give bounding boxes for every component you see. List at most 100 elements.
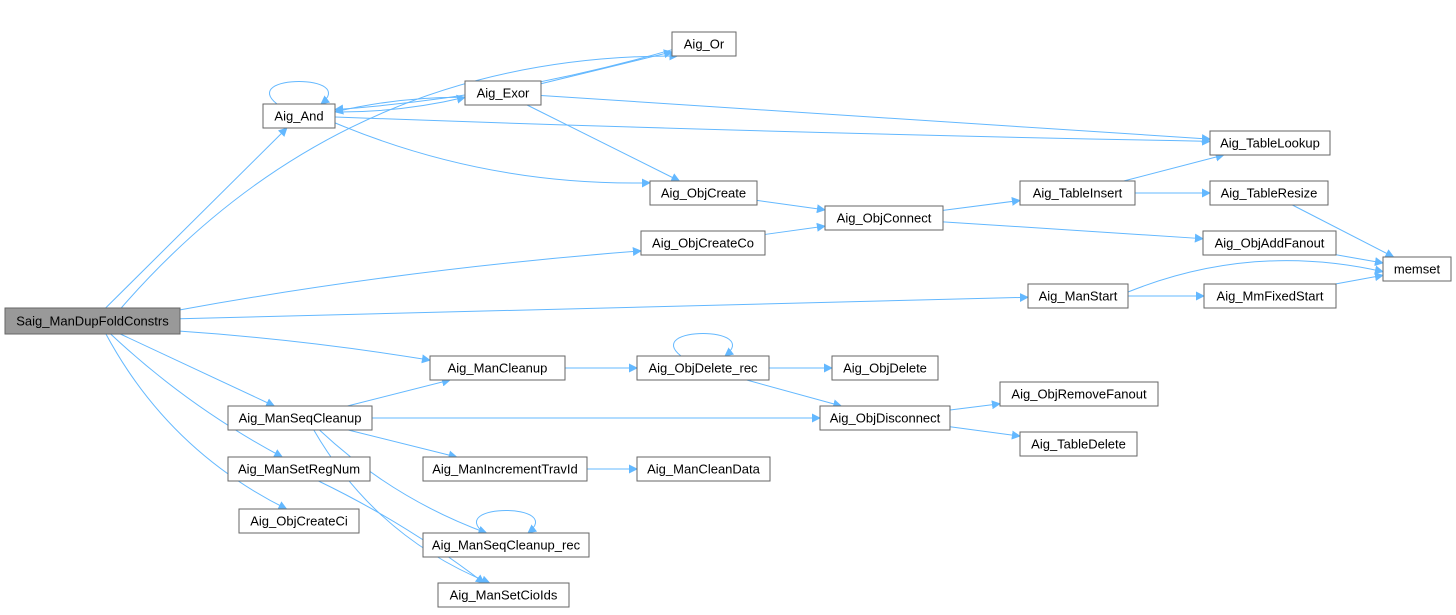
node-objdelete[interactable]: Aig_ObjDelete xyxy=(831,355,939,381)
node-label-objcreate: Aig_ObjCreate xyxy=(661,186,746,201)
edge-and-exor xyxy=(334,94,466,113)
edge-objdisconnect-objremovefanout xyxy=(949,400,1001,411)
node-label-and: Aig_And xyxy=(274,109,323,124)
node-label-manseqcleanuprec: Aig_ManSeqCleanup_rec xyxy=(432,538,581,553)
node-box-mansetregnum xyxy=(227,456,371,482)
node-mansetregnum[interactable]: Aig_ManSetRegNum xyxy=(227,456,371,482)
node-manstart[interactable]: Aig_ManStart xyxy=(1027,283,1129,309)
node-label-manincrementtravid: Aig_ManIncrementTravId xyxy=(432,462,577,477)
edge-exor-or xyxy=(540,49,673,85)
node-objcreate[interactable]: Aig_ObjCreate xyxy=(649,180,758,206)
node-box-objdelete xyxy=(831,355,939,381)
node-objdisconnect[interactable]: Aig_ObjDisconnect xyxy=(819,405,951,431)
node-box-objcreateco xyxy=(640,230,766,256)
node-objaddfanout[interactable]: Aig_ObjAddFanout xyxy=(1202,230,1337,256)
node-box-objdeleterec xyxy=(636,355,770,381)
edge-manseqcleanuprec-manseqcleanuprec xyxy=(475,510,538,534)
node-mancleanup[interactable]: Aig_ManCleanup xyxy=(429,355,566,381)
edge-manstart-memset xyxy=(1127,260,1384,293)
edge-mansetregnum-mansetcioids xyxy=(318,480,485,584)
node-label-mansetregnum: Aig_ManSetRegNum xyxy=(238,462,360,477)
node-label-mmfixedstart: Aig_MmFixedStart xyxy=(1217,289,1324,304)
node-label-mancleanup: Aig_ManCleanup xyxy=(448,361,548,376)
edge-objcreateco-objconnect xyxy=(764,222,826,235)
node-label-memset: memset xyxy=(1394,262,1441,277)
node-label-root: Saig_ManDupFoldConstrs xyxy=(16,314,169,329)
node-and[interactable]: Aig_And xyxy=(262,103,336,129)
node-box-tablelookup xyxy=(1209,130,1331,156)
node-exor[interactable]: Aig_Exor xyxy=(464,80,542,106)
node-label-mansetcioids: Aig_ManSetCioIds xyxy=(450,588,558,603)
node-label-objcreateci: Aig_ObjCreateCi xyxy=(250,514,348,529)
node-manseqcleanup[interactable]: Aig_ManSeqCleanup xyxy=(227,405,373,431)
edge-manseqcleanup-manseqcleanuprec xyxy=(319,429,488,535)
node-box-objaddfanout xyxy=(1202,230,1337,256)
node-memset[interactable]: memset xyxy=(1382,256,1452,282)
edge-root-manseqcleanup xyxy=(120,333,276,407)
node-box-tableresize xyxy=(1209,180,1329,206)
node-manincrementtravid[interactable]: Aig_ManIncrementTravId xyxy=(422,456,588,482)
edge-and-and xyxy=(268,81,331,105)
edge-tableinsert-tablelookup xyxy=(1123,152,1225,182)
node-label-manstart: Aig_ManStart xyxy=(1039,289,1118,304)
node-box-objcreateci xyxy=(238,508,360,534)
node-label-tabledelete: Aig_TableDelete xyxy=(1031,437,1126,452)
node-objcreateco[interactable]: Aig_ObjCreateCo xyxy=(640,230,766,256)
node-tablelookup[interactable]: Aig_TableLookup xyxy=(1209,130,1331,156)
node-mmfixedstart[interactable]: Aig_MmFixedStart xyxy=(1203,283,1337,309)
node-label-tablelookup: Aig_TableLookup xyxy=(1220,136,1320,151)
node-label-objcreateco: Aig_ObjCreateCo xyxy=(652,236,754,251)
node-manseqcleanuprec[interactable]: Aig_ManSeqCleanup_rec xyxy=(422,532,590,558)
node-box-manstart xyxy=(1027,283,1129,309)
node-objremovefanout[interactable]: Aig_ObjRemoveFanout xyxy=(999,381,1159,407)
edge-objaddfanout-memset xyxy=(1335,254,1384,267)
node-box-mmfixedstart xyxy=(1203,283,1337,309)
node-root[interactable]: Saig_ManDupFoldConstrs xyxy=(4,307,181,335)
node-tableresize[interactable]: Aig_TableResize xyxy=(1209,180,1329,206)
node-box-and xyxy=(262,103,336,129)
edge-root-mansetregnum xyxy=(110,333,284,458)
node-mancleandata[interactable]: Aig_ManCleanData xyxy=(636,456,771,482)
edge-root-and xyxy=(105,127,288,309)
node-objcreateci[interactable]: Aig_ObjCreateCi xyxy=(238,508,360,534)
node-box-mancleanup xyxy=(429,355,566,381)
node-objdeleterec[interactable]: Aig_ObjDelete_rec xyxy=(636,355,770,381)
edge-mmfixedstart-memset xyxy=(1335,272,1384,285)
node-box-mancleandata xyxy=(636,456,771,482)
node-box-or xyxy=(671,31,737,57)
node-box-manincrementtravid xyxy=(422,456,588,482)
node-box-memset xyxy=(1382,256,1452,282)
node-box-tabledelete xyxy=(1019,431,1138,457)
edge-tableresize-memset xyxy=(1292,204,1395,258)
node-label-objaddfanout: Aig_ObjAddFanout xyxy=(1215,236,1325,251)
node-label-manseqcleanup: Aig_ManSeqCleanup xyxy=(239,411,362,426)
edge-exor-objcreate xyxy=(526,104,681,182)
edge-and-objcreate xyxy=(334,122,651,188)
edge-manseqcleanup-mansetcioids xyxy=(313,429,491,585)
node-label-objremovefanout: Aig_ObjRemoveFanout xyxy=(1011,387,1147,402)
edge-exor-and xyxy=(334,96,466,115)
edge-root-manstart xyxy=(179,292,1029,320)
edge-objconnect-tableinsert xyxy=(942,197,1021,211)
edge-objdeleterec-objdeleterec xyxy=(672,333,735,357)
edge-root-objcreateco xyxy=(179,247,642,311)
node-tabledelete[interactable]: Aig_TableDelete xyxy=(1019,431,1138,457)
edge-objconnect-objaddfanout xyxy=(942,221,1204,243)
node-label-objdeleterec: Aig_ObjDelete_rec xyxy=(648,361,758,376)
edge-root-objcreateci xyxy=(105,333,288,510)
edge-objdeleterec-objdisconnect xyxy=(746,379,843,409)
edge-manseqcleanup-manincrementtravid xyxy=(348,429,458,460)
node-label-tableresize: Aig_TableResize xyxy=(1221,186,1318,201)
node-or[interactable]: Aig_Or xyxy=(671,31,737,57)
node-box-objremovefanout xyxy=(999,381,1159,407)
node-label-objdelete: Aig_ObjDelete xyxy=(843,361,927,376)
node-label-exor: Aig_Exor xyxy=(477,86,530,101)
node-label-mancleandata: Aig_ManCleanData xyxy=(647,462,761,477)
node-objconnect[interactable]: Aig_ObjConnect xyxy=(824,205,944,231)
node-mansetcioids[interactable]: Aig_ManSetCioIds xyxy=(437,582,570,608)
node-tableinsert[interactable]: Aig_TableInsert xyxy=(1019,180,1136,206)
node-box-mansetcioids xyxy=(437,582,570,608)
node-label-or: Aig_Or xyxy=(684,37,725,52)
node-label-objconnect: Aig_ObjConnect xyxy=(837,211,932,226)
